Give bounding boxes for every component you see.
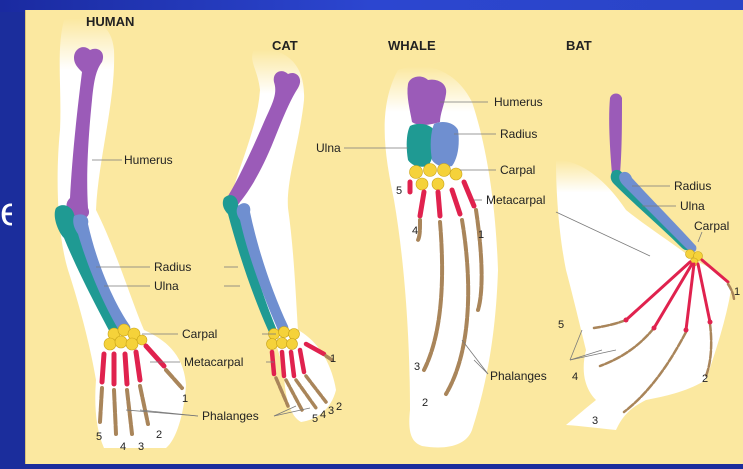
cat-title: CAT: [272, 38, 298, 53]
whale-ulna-label: Ulna: [316, 141, 341, 155]
homologous-limbs-diagram: HUMAN Humerus Radius Ulna Carpal Metacar…: [25, 10, 743, 464]
bat-ulna-label: Ulna: [680, 199, 705, 213]
slide-text-fragment: e: [0, 192, 12, 232]
whale-radius-label: Radius: [500, 127, 537, 141]
human-title: HUMAN: [86, 14, 134, 29]
whale-radius: [431, 122, 459, 167]
human-digit-3: 3: [138, 441, 144, 453]
whale-digit-2: 2: [422, 397, 428, 409]
cat-digit-5: 5: [312, 413, 318, 425]
whale-title: WHALE: [388, 38, 436, 53]
cat-digit-1: 1: [330, 353, 336, 365]
whale-digit-4: 4: [412, 225, 418, 237]
human-limb: HUMAN Humerus Radius Ulna Carpal Metacar…: [55, 14, 259, 453]
bat-humerus: [609, 94, 622, 179]
bat-digit-2: 2: [702, 373, 708, 385]
whale-carpal-label: Carpal: [500, 163, 535, 177]
human-digit-1: 1: [182, 393, 188, 405]
whale-phalanges-label: Phalanges: [490, 369, 547, 383]
human-radius-label: Radius: [154, 260, 191, 274]
whale-humerus-label: Humerus: [494, 95, 543, 109]
bat-limb: BAT Radius Ulna Carpal 1 2 3 4 5: [556, 38, 740, 430]
bat-digit-1: 1: [734, 286, 740, 298]
human-digit-5: 5: [96, 431, 102, 443]
cat-carpals: [267, 327, 300, 350]
human-digit-2: 2: [156, 429, 162, 441]
diagram-svg: HUMAN Humerus Radius Ulna Carpal Metacar…: [26, 10, 743, 464]
whale-ulna: [407, 124, 435, 167]
whale-metacarpal-label: Metacarpal: [486, 193, 545, 207]
cat-digit-2: 2: [336, 401, 342, 413]
whale-digit-3: 3: [414, 361, 420, 373]
human-ulna-label: Ulna: [154, 279, 179, 293]
cat-digit-4: 4: [320, 409, 326, 421]
human-carpal-label: Carpal: [182, 327, 217, 341]
human-phalanges-label: Phalanges: [202, 409, 259, 423]
bat-digit-3: 3: [592, 415, 598, 427]
bat-title: BAT: [566, 38, 592, 53]
cat-digit-3: 3: [328, 405, 334, 417]
bat-radius-label: Radius: [674, 179, 711, 193]
whale-digit-5: 5: [396, 185, 402, 197]
human-digit-4: 4: [120, 441, 126, 453]
bat-digit-4: 4: [572, 371, 578, 383]
bat-carpal-label: Carpal: [694, 219, 729, 233]
whale-digit-1: 1: [478, 229, 484, 241]
human-metacarpal-label: Metacarpal: [184, 355, 243, 369]
human-humerus-label: Humerus: [124, 153, 173, 167]
bat-digit-5: 5: [558, 319, 564, 331]
whale-limb: WHALE Humerus Radius Ulna Carpal Metacar…: [316, 38, 547, 447]
